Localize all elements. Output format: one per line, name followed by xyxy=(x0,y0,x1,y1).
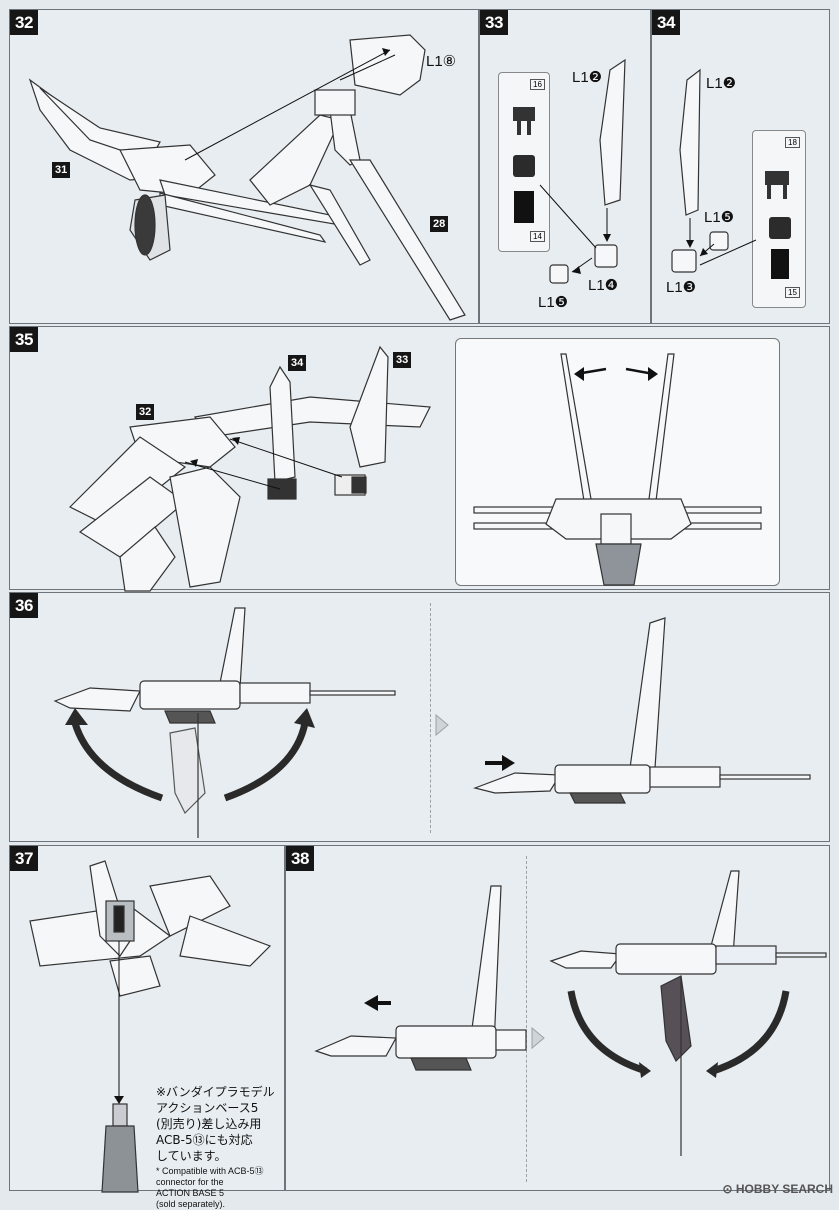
part-label-l12: L1❷ xyxy=(706,75,737,92)
step-32-illustration xyxy=(28,34,466,321)
step-34-panel: 34 18 15 L1❷ L1❺ L1❸ xyxy=(651,9,830,324)
detail-box-34: 18 15 xyxy=(752,130,806,308)
step-36-panel: 36 xyxy=(9,592,830,842)
watermark: ⊙ HOBBY SEARCH xyxy=(722,1182,833,1196)
part-label-l14: L1❹ xyxy=(588,277,619,294)
step-33-panel: 33 16 14 L1❷ L1❹ L1❺ xyxy=(479,9,651,324)
ref-tag-28: 28 xyxy=(430,216,449,232)
step-number: 32 xyxy=(10,10,38,35)
compat-note-english: * Compatible with ACB-5⑬ connector for t… xyxy=(156,1166,264,1209)
step-number: 37 xyxy=(10,846,38,871)
detail-box-33: 16 14 xyxy=(498,72,550,252)
part-label-l12: L1❷ xyxy=(572,69,603,86)
part-label-l13: L1❸ xyxy=(666,279,697,296)
step-35-illustration xyxy=(68,345,431,592)
step-number: 34 xyxy=(652,10,680,35)
step-37-illustration xyxy=(29,860,272,1193)
step-36-stage-arrow xyxy=(435,713,449,737)
step-number: 36 xyxy=(10,593,38,618)
part-label-l18: L1⑧ xyxy=(426,53,457,70)
step-37-panel: 37 ※バンダイプラモデル アクションベース5 (別売り)差し込み用 ACB-5… xyxy=(9,845,285,1209)
ref-tag-33: 33 xyxy=(393,352,412,368)
detail-count-bottom: 14 xyxy=(530,231,545,242)
compat-note-japanese: ※バンダイプラモデル アクションベース5 (別売り)差し込み用 ACB-5⑬にも… xyxy=(156,1085,275,1163)
step-35-panel: 35 32 34 33 xyxy=(9,326,830,592)
inset-antenna-illustration xyxy=(473,353,762,586)
step-number: 38 xyxy=(286,846,314,871)
ref-tag-31: 31 xyxy=(52,162,71,178)
step-33-illustration xyxy=(539,58,626,284)
step-38-stage-arrow xyxy=(531,1026,545,1050)
part-label-l15: L1❺ xyxy=(538,294,569,311)
step-36-before-illustration xyxy=(53,607,396,838)
stage-divider xyxy=(430,603,431,833)
step-38-before-illustration xyxy=(314,885,527,1071)
step-number: 33 xyxy=(480,10,508,35)
step-36-after-illustration xyxy=(472,617,811,804)
detail-34-sockets xyxy=(765,171,791,279)
detail-count-bottom: 15 xyxy=(785,287,800,298)
step-number: 35 xyxy=(10,327,38,352)
detail-count-top: 18 xyxy=(785,137,800,148)
step-38-after-illustration xyxy=(549,870,827,1156)
step-38-panel: 38 xyxy=(285,845,830,1191)
step-32-panel: 32 31 28 L1⑧ xyxy=(9,9,479,324)
part-label-l15: L1❺ xyxy=(704,209,735,226)
ref-tag-32: 32 xyxy=(136,404,155,420)
inset-detail-view xyxy=(455,338,780,586)
detail-count-top: 16 xyxy=(530,79,545,90)
step-34-illustration xyxy=(671,68,757,273)
stage-divider xyxy=(526,856,527,1182)
ref-tag-34: 34 xyxy=(288,355,307,371)
detail-33-sockets xyxy=(513,107,535,223)
